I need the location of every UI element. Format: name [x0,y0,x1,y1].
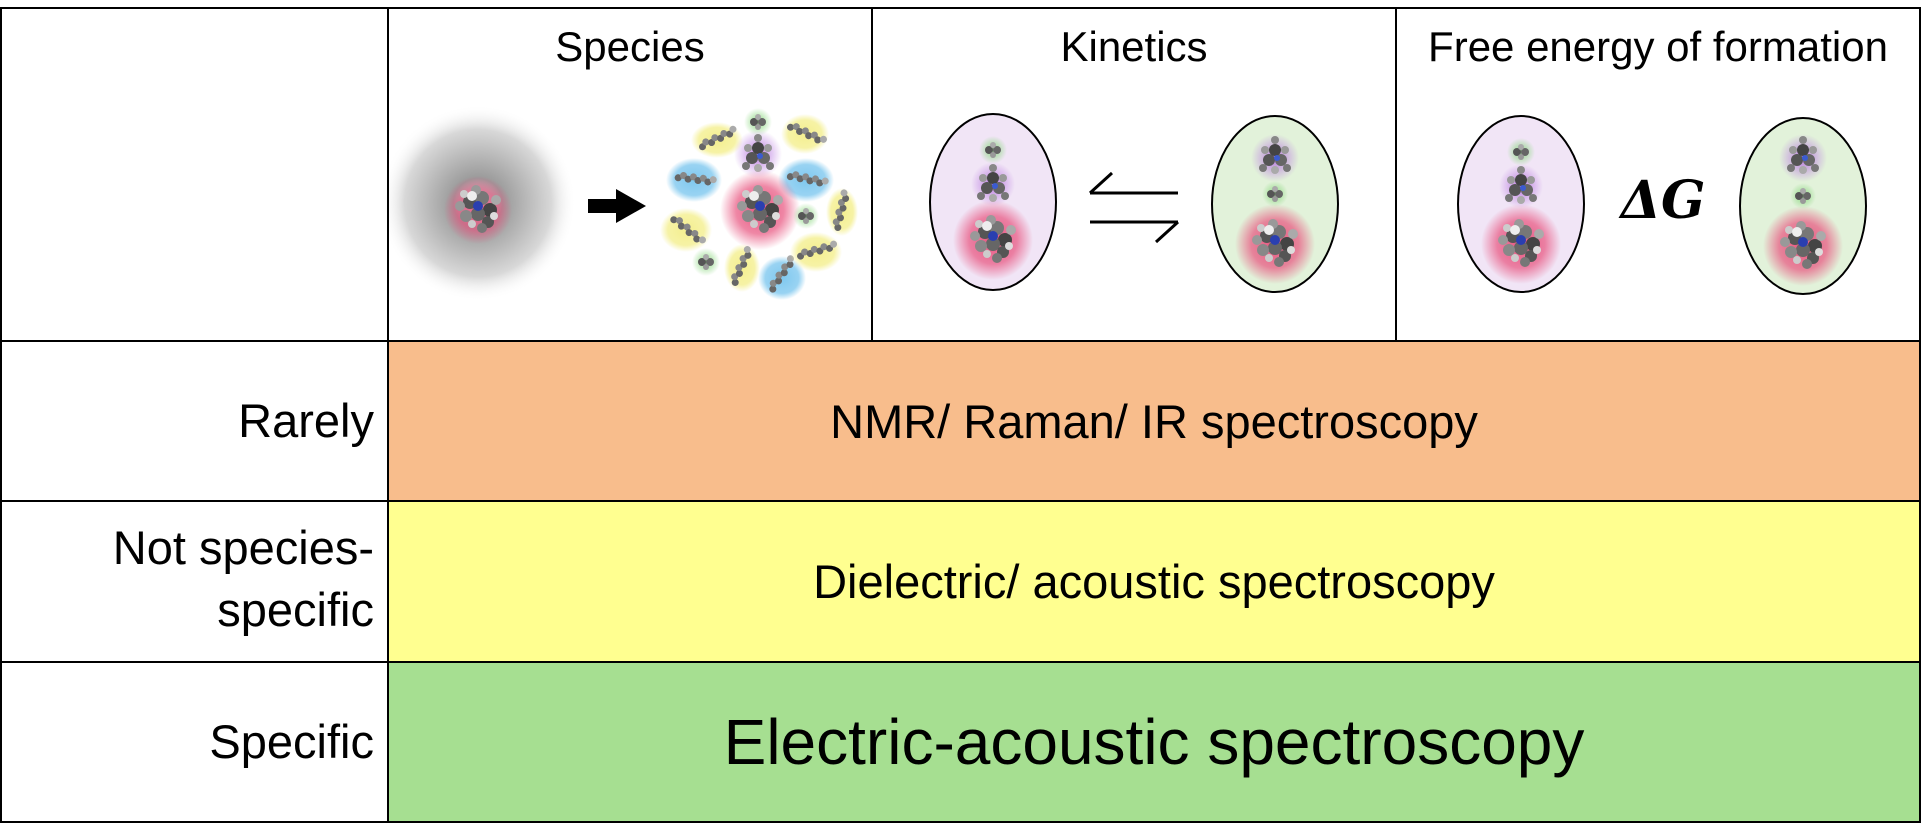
solvation-sphere-icon [380,105,576,301]
technique-label-dielectric: Dielectric/ acoustic spectroscopy [813,555,1495,608]
right-arrow-icon [588,189,646,223]
row-label-cell-rarely: Rarely [0,341,388,501]
ion-cluster-icon [660,108,858,300]
ion-pair-green-right-icon [1211,115,1339,293]
delta-g-symbol: ΔG [1618,170,1706,231]
species-header: Species [555,23,705,70]
row-label-specific: Specific [209,715,374,768]
row-label-line-2: specific [217,583,374,636]
technique-label-electric-acoustic: Electric-acoustic spectroscopy [723,706,1585,778]
technique-band-electric-acoustic: Electric-acoustic spectroscopy [388,662,1920,822]
row-label-cell-specific: Specific [0,662,388,822]
ion-pair-purple-left-icon [929,113,1057,291]
technique-band-dielectric: Dielectric/ acoustic spectroscopy [388,501,1920,662]
row-label-rarely: Rarely [238,394,374,447]
technique-label-nmr: NMR/ Raman/ IR spectroscopy [830,394,1478,448]
kinetics-header: Kinetics [1060,23,1208,70]
equilibrium-arrows-icon [1088,171,1180,244]
row-label-cell-not-specific: Not species- specific [0,501,388,662]
table-grid-lines [0,7,1921,823]
technique-band-nmr: NMR/ Raman/ IR spectroscopy [388,341,1920,501]
kinetics-column: Kinetics [872,8,1396,341]
ion-pair-green-fe-icon [1739,117,1867,295]
free-energy-header: Free energy of formation [1428,23,1888,70]
species-column: Species [388,8,872,341]
row-label-line-1: Not species- [112,521,374,574]
free-energy-column: Free energy of formation [1396,8,1920,341]
ion-pair-purple-fe-icon [1457,115,1585,293]
row-label-not-specific: Not species- specific [113,517,374,641]
